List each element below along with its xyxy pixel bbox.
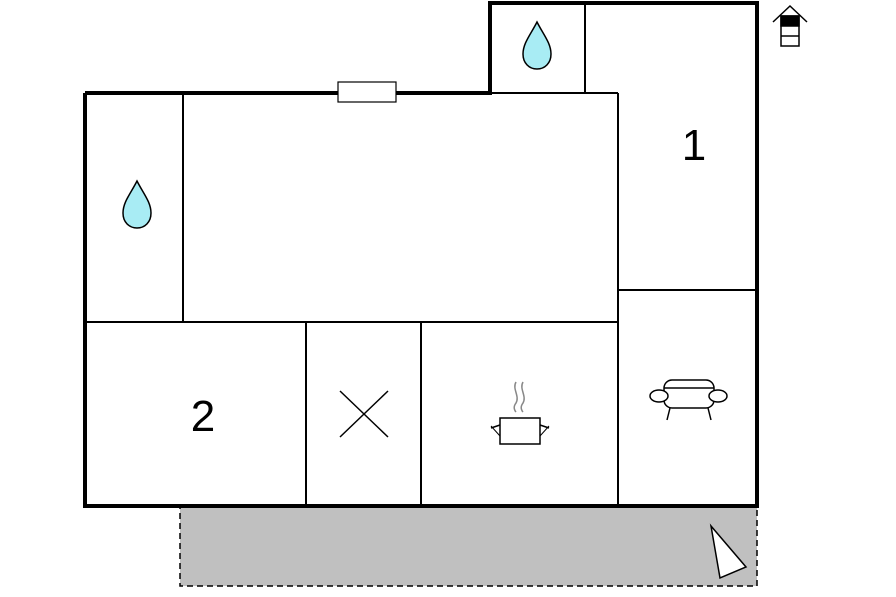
living-room [649,379,728,421]
exterior-walls [83,1,759,508]
bathroom-left [122,179,152,229]
dining-room [339,390,389,438]
room-label-2: 2 [191,392,215,441]
kitchen [490,381,550,445]
room-label-1: 1 [682,121,706,170]
north-arrow-icon [709,523,748,580]
bedroom-2: 2 [191,392,215,441]
water-drop-icon [522,20,552,70]
terrace [179,506,758,587]
cross-icon [339,390,389,438]
water-drop-icon [122,179,152,229]
bedroom-1: 1 [682,121,706,170]
bathroom-top [522,20,552,70]
stairs-icon [772,4,808,47]
interior-walls [85,3,757,506]
window [337,81,397,103]
cooking-pot-icon [490,381,550,445]
sofa-icon [649,379,728,421]
